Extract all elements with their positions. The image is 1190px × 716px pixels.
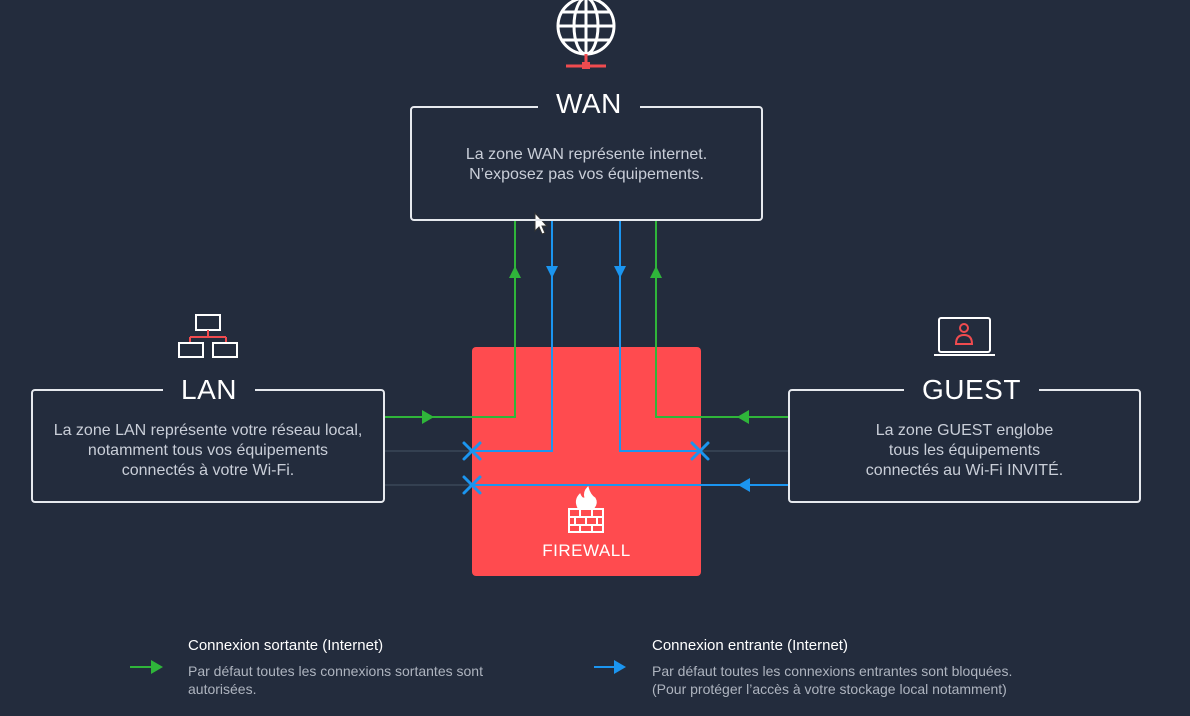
legend-incoming-description: Par défaut toutes les connexions entrant…: [652, 662, 1012, 698]
legend-incoming-title: Connexion entrante (Internet): [652, 637, 848, 654]
guest-desc-line: tous les équipements: [888, 442, 1041, 459]
arrow-right-green: [422, 410, 434, 424]
legend-incoming-arrow: [594, 660, 626, 674]
firewall-label: FIREWALL: [542, 541, 631, 560]
blocked-x-icon: [462, 475, 482, 495]
mouse-cursor-icon: [534, 211, 549, 235]
lan-zone-title: LAN: [163, 374, 255, 406]
guest-zone-description: La zone GUEST englobe tous les équipemen…: [788, 421, 1141, 481]
network-tree-icon: [178, 314, 238, 358]
lan-desc-line: connectés à votre Wi-Fi.: [121, 462, 295, 479]
lan-outgoing-path: [385, 220, 521, 424]
arrow-left-blue: [738, 478, 750, 492]
arrow-down-blue: [614, 266, 626, 278]
legend-outgoing-line: autorisées.: [188, 681, 257, 697]
globe-network-icon: [556, 0, 616, 69]
arrow-up-green: [650, 266, 662, 278]
arrow-left-green: [737, 410, 749, 424]
firewall-block: [472, 347, 701, 576]
blocked-paths: [385, 450, 788, 486]
legend-outgoing-title: Connexion sortante (Internet): [188, 637, 384, 654]
legend-incoming-line: Par défaut toutes les connexions entrant…: [652, 663, 1013, 679]
wan-desc-line: La zone WAN représente internet.: [465, 146, 708, 163]
guest-desc-line: connectés au Wi-Fi INVITÉ.: [865, 462, 1064, 479]
legend-incoming-line: (Pour protéger l’accès à votre stockage …: [652, 681, 1007, 697]
wan-to-guest-incoming-path: [614, 220, 701, 452]
lan-desc-line: La zone LAN représente votre réseau loca…: [53, 422, 363, 439]
guest-to-lan-incoming-path: [472, 478, 788, 492]
guest-outgoing-path: [650, 220, 788, 424]
guest-zone-title: GUEST: [904, 374, 1039, 406]
blocked-x-icon: [690, 441, 710, 461]
legend-outgoing-arrow: [130, 660, 163, 674]
legend-outgoing-description: Par défaut toutes les connexions sortant…: [188, 662, 483, 698]
firewall-icon: [568, 486, 604, 533]
wan-desc-line: N’exposez pas vos équipements.: [469, 166, 704, 183]
wan-to-lan-incoming-path: [472, 220, 558, 452]
blocked-x-icon: [462, 441, 482, 461]
laptop-user-icon: [934, 317, 995, 356]
guest-desc-line: La zone GUEST englobe: [875, 422, 1054, 439]
legend-outgoing-line: Par défaut toutes les connexions sortant…: [188, 663, 483, 679]
block-marks: [462, 441, 710, 495]
wan-zone-title: WAN: [538, 88, 640, 120]
lan-zone-description: La zone LAN représente votre réseau loca…: [31, 421, 385, 481]
lan-desc-line: notamment tous vos équipements: [87, 442, 329, 459]
arrow-up-green: [509, 266, 521, 278]
wan-zone-description: La zone WAN représente internet. N’expos…: [410, 145, 763, 185]
arrow-down-blue: [546, 266, 558, 278]
